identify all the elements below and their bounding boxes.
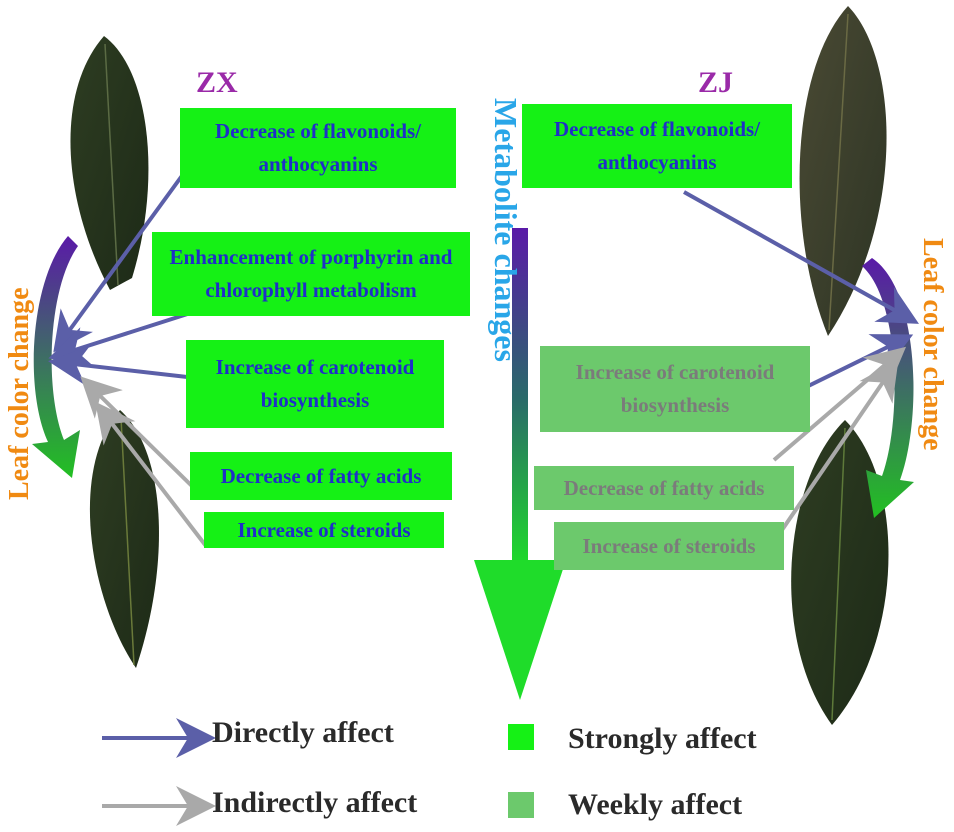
zx-box-steroids: Increase of steroids [204,512,444,548]
legend-indirect-label: Indirectly affect [212,786,418,819]
metabolite-changes-label: Metabolite changes [488,98,524,362]
zx-label: ZX [196,66,238,99]
zx-box-carotenoid: Increase of carotenoid biosynthesis [186,340,444,428]
legend-weak-swatch [508,792,534,818]
leaf-image [70,36,149,290]
zj-box-carotenoid: Increase of carotenoid biosynthesis [540,346,810,432]
zj-box-flavonoids: Decrease of flavonoids/ anthocyanins [522,104,792,188]
leaf-image [799,6,887,336]
zx-box-fatty-acids: Decrease of fatty acids [190,452,452,500]
legend-weak-label: Weekly affect [568,788,743,821]
zj-label: ZJ [698,66,734,99]
legend-strong-swatch [508,724,534,750]
legend-direct-label: Directly affect [212,716,394,749]
leaf-image [89,410,159,668]
zx-box-porphyrin: Enhancement of porphyrin and chlorophyll… [152,232,470,316]
leaf-image [791,420,889,725]
legend-strong-label: Strongly affect [568,722,757,755]
zj-box-fatty-acids: Decrease of fatty acids [534,466,794,510]
zj-leaf-color-label: Leaf color change [917,238,948,451]
zx-box-flavonoids: Decrease of flavonoids/ anthocyanins [180,108,456,188]
zx-leaf-color-label: Leaf color change [4,287,35,500]
zj-box-steroids: Increase of steroids [554,522,784,570]
